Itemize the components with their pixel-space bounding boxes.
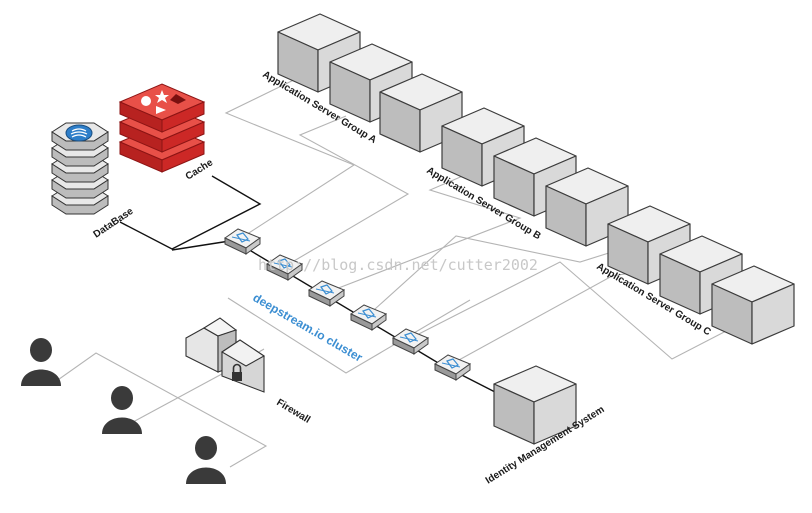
user-icon: [186, 436, 226, 484]
deepstream-node-icon: [392, 328, 429, 355]
firewall-lock-icon: [185, 317, 266, 393]
watermark-text: http://blog.csdn.net/cutter2002: [258, 256, 538, 274]
user-icon: [21, 338, 61, 386]
server-group-b: [441, 107, 629, 247]
database-stack-icon: [51, 122, 109, 215]
deepstream-node-icon: [350, 304, 387, 331]
deepstream-node-icon: [224, 228, 261, 255]
label-firewall: Firewall: [274, 397, 312, 426]
redis-cache-icon: [118, 83, 206, 173]
deepstream-node-icon: [308, 280, 345, 307]
label-deepstream-cluster: deepstream.io cluster: [251, 290, 366, 364]
user-icon: [102, 386, 142, 434]
